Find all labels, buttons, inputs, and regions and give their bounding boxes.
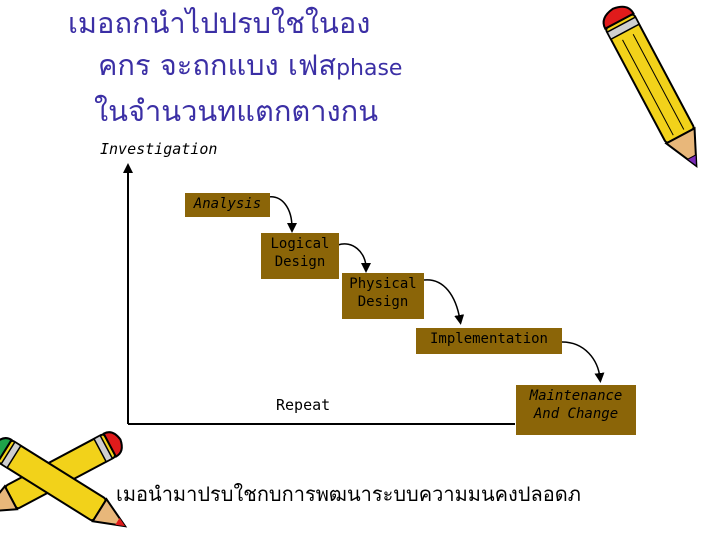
phase-physical-line1: Physical bbox=[349, 276, 417, 292]
phase-implementation-label: Implementation bbox=[429, 331, 548, 347]
arrow-analysis-to-logical bbox=[267, 196, 297, 233]
pencil-icon bbox=[602, 5, 698, 169]
phase-logical-line2: Design bbox=[274, 254, 326, 270]
arrow-logical-to-physical bbox=[337, 243, 371, 273]
title-line-3: ในจำนวนทแตกตางกน bbox=[94, 94, 379, 128]
arrow-implementation-to-maintenance bbox=[561, 341, 605, 383]
title-line-2-latin: phase bbox=[336, 56, 403, 81]
footer-text: เมอนำมาปรบใชกบการพฒนาระบบความมนคงปลอดภ bbox=[116, 482, 581, 506]
repeat-label: Repeat bbox=[276, 396, 331, 414]
phase-maintenance-line2: And Change bbox=[533, 406, 619, 422]
phase-implementation: Implementation bbox=[416, 328, 562, 354]
axis-label-investigation: Investigation bbox=[100, 140, 218, 158]
phase-maintenance-line1: Maintenance bbox=[529, 388, 623, 404]
arrow-physical-to-implementation bbox=[423, 279, 465, 325]
phase-physical-design: Physical Design bbox=[342, 273, 424, 319]
title-line-2: คกร จะถกแบง เฟสphase bbox=[68, 44, 568, 90]
phase-physical-line2: Design bbox=[357, 294, 409, 310]
phase-analysis-label: Analysis bbox=[193, 196, 262, 212]
slide-title: เมอถกนำไปปรบใชในอง คกร จะถกแบง เฟสphase … bbox=[68, 2, 568, 132]
title-line-1: เมอถกนำไปปรบใชในอง bbox=[68, 6, 371, 40]
phase-logical-line1: Logical bbox=[270, 236, 330, 252]
phase-maintenance: Maintenance And Change bbox=[516, 385, 636, 435]
crossed-pencils-icon bbox=[0, 431, 128, 528]
phase-analysis: Analysis bbox=[185, 193, 270, 217]
title-line-2-thai: คกร จะถกแบง เฟส bbox=[98, 48, 337, 82]
phase-logical-design: Logical Design bbox=[261, 233, 339, 279]
